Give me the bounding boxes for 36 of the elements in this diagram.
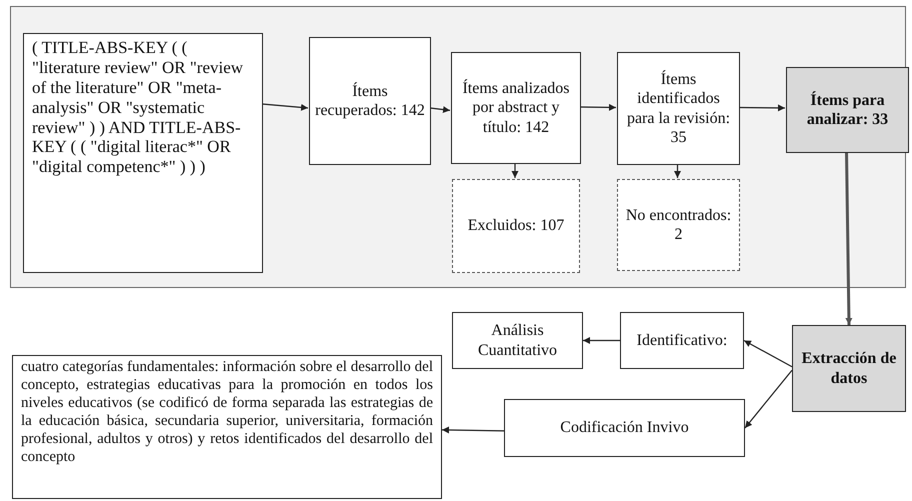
node-label: Ítems para analizar: 33	[806, 90, 890, 130]
node-label: Identificativo:	[636, 330, 728, 350]
node-label: Ítems analizados por abstract y título: 142	[461, 79, 571, 137]
node-label: No encontrados: 2	[624, 206, 732, 244]
node-label: cuatro categorías fundamentales: información sobre el desarrollo del concepto, estrategias educativas para la promoción en todos los niveles educativos (se codificó de forma separada las estrategias de la educación básica, secundaria superior, universitaria, formación profesional, adultos y otros) y retos identificados del desarrollo del concepto	[21, 358, 433, 466]
arrow	[583, 337, 620, 344]
node-label: Excluidos: 107	[468, 216, 564, 236]
description-box	[12, 355, 442, 499]
node-label: Extracción de datos	[800, 349, 898, 388]
node-label: Análisis Cuantitativo	[476, 321, 558, 360]
arrow	[674, 164, 681, 178]
process-box	[620, 312, 744, 369]
process-box	[504, 399, 745, 457]
arrow	[580, 104, 616, 111]
arrow	[744, 340, 792, 368]
excluded-box	[452, 179, 580, 273]
panel-background	[10, 6, 906, 288]
result-box	[786, 67, 909, 153]
node-label: Ítems recuperados: 142	[315, 82, 425, 120]
process-box	[792, 325, 906, 412]
arrow	[845, 152, 852, 326]
arrow	[262, 103, 308, 111]
process-box	[451, 52, 581, 164]
node-label: Ítems identificados para la revisión: 35	[626, 70, 732, 147]
arrow	[739, 104, 785, 112]
excluded-box	[617, 179, 740, 271]
process-box	[309, 37, 431, 165]
arrow	[442, 426, 504, 434]
process-box	[617, 52, 740, 165]
arrow	[744, 370, 792, 428]
query-box	[23, 33, 263, 273]
node-label: Codificación Invivo	[560, 418, 689, 438]
node-label: ( TITLE-ABS-KEY ( ( "literature review" OR "review of the literature" OR "meta-analysis" OR "systematic review" ) ) AND TITLE-ABS-KEY ( ( "digital literac*" OR "digital competenc*" ) ) )	[32, 38, 244, 178]
arrow	[512, 163, 518, 178]
process-box	[452, 312, 583, 369]
arrow	[430, 106, 450, 114]
